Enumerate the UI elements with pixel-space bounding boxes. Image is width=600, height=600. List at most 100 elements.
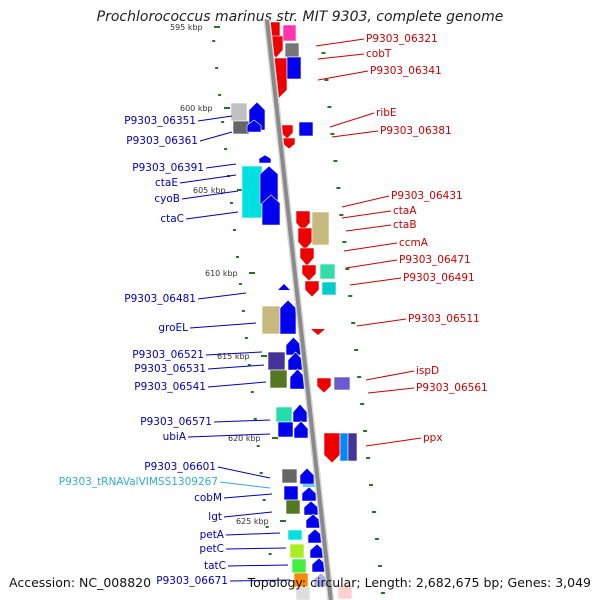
gene-arrow-forward [246, 119, 262, 133]
scale-label: 610 kbp [205, 269, 238, 278]
scale-dot [241, 310, 245, 312]
gene-cog-box [269, 369, 288, 389]
accession-text: Accession: NC_008820 [9, 575, 152, 590]
scale-dot [265, 526, 269, 528]
gene-arrow-reverse [311, 329, 325, 335]
scale-dot [351, 322, 356, 324]
scale-dot [235, 256, 239, 258]
gene-cog-box [230, 102, 248, 122]
gene-label-ispD: ispD [416, 365, 439, 377]
leader-line [185, 211, 239, 220]
gene-cog-box [295, 586, 311, 600]
gene-arrow-reverse [297, 227, 313, 251]
leader-line [181, 190, 239, 200]
gene-label-ctaB: ctaB [393, 219, 417, 231]
gene-cog-box [282, 24, 297, 42]
scale-dot [374, 538, 379, 540]
gene-label-P9303_06671: P9303_06671 [156, 575, 228, 587]
gene-cog-box [319, 263, 336, 280]
scale-tick [261, 355, 267, 357]
scale-dot [244, 337, 248, 339]
leader-line [217, 466, 271, 479]
scale-dot [321, 52, 326, 54]
gene-label-P9303_06601: P9303_06601 [144, 461, 216, 473]
gene-label-P9303_06471: P9303_06471 [399, 254, 471, 266]
scale-dot [324, 79, 329, 81]
leader-line [197, 292, 247, 300]
scale-dot [221, 121, 225, 123]
leader-line [356, 318, 407, 327]
scale-dot [372, 511, 377, 513]
scale-tick [280, 520, 286, 522]
scale-dot [268, 553, 272, 555]
scale-dot [369, 484, 374, 486]
leader-line [179, 174, 237, 184]
scale-dot [218, 94, 222, 96]
gene-arrow-forward [301, 486, 317, 502]
scale-dot [363, 430, 368, 432]
gene-cog-box [285, 499, 301, 515]
gene-arrow-reverse [299, 247, 315, 267]
gene-label-P9303_06561: P9303_06561 [416, 382, 488, 394]
gene-cog-box [311, 211, 330, 246]
leader-line [205, 351, 263, 356]
gene-cog-box [232, 120, 250, 135]
gene-label-P9303_06391: P9303_06391 [132, 162, 204, 174]
gene-cog-box [284, 42, 300, 58]
gene-cog-box [277, 421, 294, 438]
gene-label-cyoB: cyoB [154, 193, 180, 205]
gene-label-P9303_06481: P9303_06481 [124, 293, 196, 305]
scale-dot [212, 40, 216, 42]
gene-label-ubiA: ubiA [163, 431, 187, 443]
leader-line [223, 511, 273, 518]
gene-arrow-forward [259, 165, 279, 205]
gene-features [230, 21, 358, 600]
gene-label-P9303_06351: P9303_06351 [124, 115, 196, 127]
gene-cog-box [347, 432, 358, 462]
gene-arrow-forward [261, 194, 281, 226]
gene-cog-box [287, 529, 303, 541]
leader-line [197, 115, 233, 122]
leader-line [341, 210, 392, 219]
leader-line [189, 322, 257, 329]
gene-arrow-forward [293, 420, 309, 439]
gene-label-groEL: groEL [158, 322, 188, 334]
scale-dot [232, 229, 236, 231]
gene-label-P9303_06361: P9303_06361 [126, 135, 198, 147]
scale-dot [215, 67, 219, 69]
gene-label-P9303_06341: P9303_06341 [370, 65, 442, 77]
gene-cog-box [339, 432, 349, 462]
leader-line [207, 364, 265, 370]
scale-dot [348, 295, 353, 297]
gene-label-P9303_06321: P9303_06321 [366, 33, 438, 45]
gene-cog-box [298, 121, 314, 137]
leader-line [329, 112, 375, 128]
leader-line [317, 53, 365, 60]
map-title: Prochlorococcus marinus str. MIT 9303, c… [96, 9, 504, 25]
scale-dot [366, 457, 371, 459]
gene-arrow-reverse [323, 432, 341, 464]
scale-dot [250, 391, 254, 393]
scale-dot [380, 592, 385, 594]
leader-line [227, 564, 289, 567]
gene-cog-box [281, 468, 298, 484]
gene-label-lgt: lgt [208, 511, 222, 523]
gene-trna-box [303, 484, 315, 487]
gene-label-P9303_06541: P9303_06541 [134, 381, 206, 393]
gene-label-ctaA: ctaA [393, 205, 417, 217]
scale-dot [253, 418, 257, 420]
scale-dot [224, 148, 228, 150]
gene-cog-box [283, 485, 299, 501]
scale-tick [224, 107, 230, 109]
gene-cog-box [241, 165, 263, 219]
gene-label-ribE: ribE [376, 107, 397, 119]
gene-cog-box [291, 558, 307, 574]
gene-arrow-forward [299, 467, 315, 485]
leader-line [219, 481, 271, 489]
scale-dot [339, 214, 344, 216]
leader-line [341, 195, 390, 208]
leader-line [365, 370, 415, 381]
gene-cog-box [333, 376, 351, 391]
scale-dot [327, 106, 332, 108]
